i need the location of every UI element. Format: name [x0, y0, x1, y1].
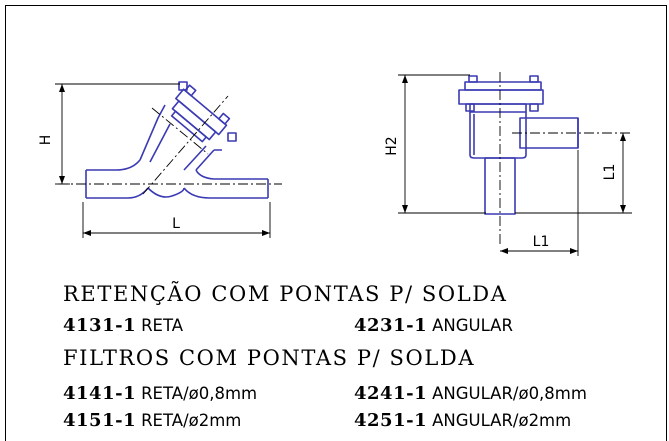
item-code: 4241-1	[354, 383, 428, 404]
cap-bottom-bolt-right	[529, 103, 539, 112]
heading-filtros: FILTROS COM PONTAS P/ SOLDA	[63, 346, 476, 370]
dim-label-l1-horizontal: L1	[533, 234, 550, 250]
cap-top-bolt-left	[468, 75, 478, 83]
straight-valve-dimensions	[55, 83, 271, 238]
valve-barrel	[139, 104, 222, 171]
dim-label-l1-vertical: L1	[602, 164, 618, 181]
angular-valve-dimensions	[398, 74, 632, 256]
cap-top-bolt-right	[529, 75, 539, 83]
cap-neck	[469, 103, 527, 113]
dim-label-l: L	[172, 216, 180, 232]
cap-plate	[464, 81, 542, 91]
right-outlet-tube	[183, 169, 268, 199]
heading-retencao: RETENÇÃO COM PONTAS P/ SOLDA	[63, 282, 508, 306]
item-desc: RETA/ø0,8mm	[141, 384, 258, 403]
item-desc: RETA/ø2mm	[141, 411, 242, 430]
item-code: 4151-1	[63, 410, 137, 431]
item-code: 4231-1	[354, 315, 428, 336]
item-code: 4131-1	[63, 315, 137, 336]
angular-body	[469, 112, 527, 159]
angular-valve-drawing	[458, 75, 579, 215]
angular-valve-centerlines	[499, 72, 630, 246]
item-desc: RETA	[141, 316, 184, 335]
sheet-border	[5, 5, 667, 441]
straight-valve-drawing	[85, 81, 269, 199]
straight-valve-centerlines	[58, 95, 282, 195]
left-inlet-tube	[86, 159, 149, 199]
dim-label-h2: H2	[384, 136, 400, 155]
item-code: 4141-1	[63, 383, 137, 404]
item-desc: ANGULAR	[432, 316, 513, 335]
dim-label-h: H	[38, 135, 54, 146]
cap-flange	[458, 89, 544, 105]
item-code: 4251-1	[354, 410, 428, 431]
bolt-bottom	[227, 132, 237, 142]
item-desc: ANGULAR/ø0,8mm	[432, 384, 587, 403]
valve-cap	[170, 84, 231, 143]
valve-body-bottom	[147, 187, 185, 198]
item-desc: ANGULAR/ø2mm	[432, 411, 572, 430]
valve-barrel-inner	[149, 123, 207, 171]
bolt-top	[178, 81, 188, 91]
